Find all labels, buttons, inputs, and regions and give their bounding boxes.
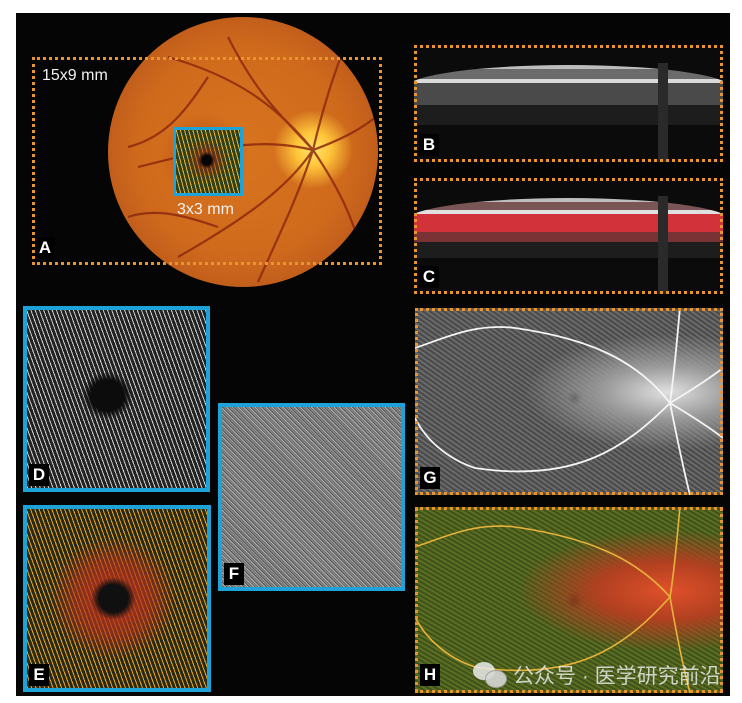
oct-bscan-structural bbox=[414, 45, 723, 162]
panel-label-d: D bbox=[29, 464, 49, 486]
macula-octa-inset-image bbox=[176, 130, 240, 193]
panel-label-e: E bbox=[29, 664, 49, 686]
widefield-octa-grayscale-image bbox=[415, 308, 723, 495]
macula-region-label: 3x3 mm bbox=[177, 201, 234, 218]
wechat-icon bbox=[473, 662, 507, 688]
widefield-region-label: 15x9 mm bbox=[42, 67, 108, 84]
panel-label-b: B bbox=[419, 134, 439, 156]
panel-g-frame bbox=[415, 308, 723, 495]
widefield-vessels-icon bbox=[415, 308, 723, 495]
optic-nerve-shadow bbox=[658, 63, 668, 162]
panel-label-h: H bbox=[420, 664, 440, 686]
macula-3x3-region-frame bbox=[173, 127, 243, 196]
octa-choriocapillaris-image bbox=[222, 407, 401, 587]
panel-label-f: F bbox=[224, 563, 244, 585]
widefield-color-vessels-icon bbox=[415, 507, 691, 693]
panel-b-frame bbox=[414, 45, 723, 162]
octa-depth-color-image bbox=[27, 509, 207, 688]
retina-layer-band-with-flow bbox=[414, 198, 723, 258]
retina-layer-band bbox=[414, 65, 723, 125]
fundus-photo bbox=[108, 17, 378, 287]
panel-f-frame: F bbox=[218, 403, 405, 591]
optic-nerve-shadow bbox=[658, 196, 668, 294]
panel-e-frame: E bbox=[23, 505, 211, 692]
panel-label-c: C bbox=[419, 266, 439, 288]
panel-d-frame: D bbox=[23, 306, 210, 492]
widefield-octa-depth-color-image bbox=[415, 507, 723, 693]
widefield-15x9-region-frame bbox=[32, 57, 382, 265]
octa-superficial-grayscale-image bbox=[27, 310, 206, 488]
watermark: 公众号 · 医学研究前沿 bbox=[473, 660, 721, 690]
panel-h-frame bbox=[415, 507, 723, 693]
panel-c-frame bbox=[414, 178, 723, 294]
watermark-text: 公众号 · 医学研究前沿 bbox=[513, 665, 721, 688]
panel-label-a: A bbox=[35, 237, 55, 259]
panel-label-g: G bbox=[420, 467, 440, 489]
oct-bscan-flow-overlay bbox=[414, 178, 723, 294]
